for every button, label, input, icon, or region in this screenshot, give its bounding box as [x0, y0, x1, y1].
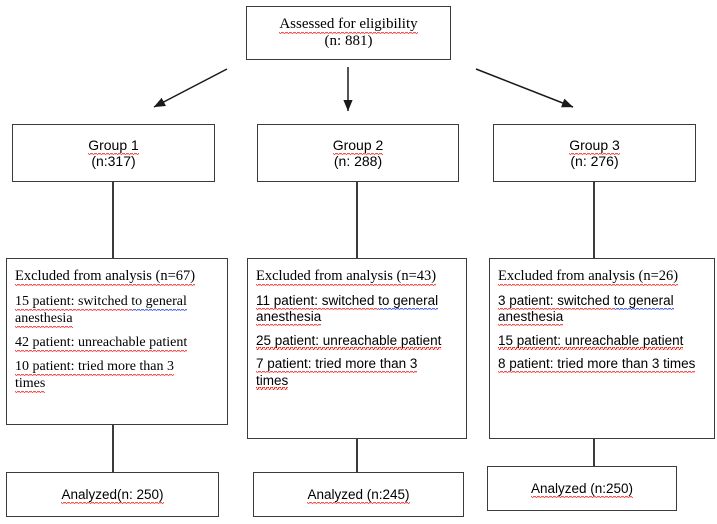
excluded-box-1: Excluded from analysis (n=67) 15 patient…	[6, 258, 228, 425]
excluded-2-item-2: 25 patient: unreachable patient	[256, 332, 442, 350]
arrow-to-group-3	[475, 68, 574, 108]
excluded-1-header: Excluded from analysis (n=67)	[15, 268, 196, 286]
excluded-2-header: Excluded from analysis (n=43)	[256, 268, 437, 286]
connector-excluded2-analyzed	[356, 439, 358, 472]
group-1-count: (n:317)	[91, 153, 136, 169]
connector-excluded1-analyzed	[112, 425, 114, 472]
group-3-name: Group 3	[569, 137, 620, 155]
excluded-3-header: Excluded from analysis (n=26)	[498, 268, 679, 286]
excluded-3-item-2: 15 patient: unreachable patient	[498, 332, 684, 350]
excluded-3-item-1: 3 patient: switched to general anesthesi…	[498, 293, 674, 327]
excluded-2-item-3: 7 patient: tried more than 3 times	[256, 356, 418, 390]
arrow-to-group-1	[153, 68, 228, 108]
assessed-for-eligibility-box: Assessed for eligibility (n: 881)	[246, 6, 451, 60]
assessed-count: (n: 881)	[324, 33, 373, 49]
group-2-count: (n: 288)	[333, 153, 383, 169]
group-2-name: Group 2	[332, 137, 384, 155]
analyzed-1-label: Analyzed(n: 250)	[61, 487, 164, 504]
group-3-count: (n: 276)	[570, 153, 619, 169]
excluded-1-item-1: 15 patient: switched to general anesthes…	[15, 294, 187, 329]
analyzed-box-3: Analyzed (n:250)	[487, 466, 677, 511]
analyzed-3-label: Analyzed (n:250)	[530, 481, 634, 498]
excluded-1-item-3: 10 patient: tried more than 3 times	[15, 359, 175, 394]
connector-excluded3-analyzed	[593, 439, 595, 466]
excluded-1-item-2: 42 patient: unreachable patient	[15, 335, 188, 353]
group-1-name: Group 1	[88, 137, 139, 155]
connector-group2-excluded	[356, 182, 358, 258]
analyzed-2-label: Analyzed (n:245)	[307, 487, 410, 504]
group-box-2: Group 2 (n: 288)	[257, 124, 459, 182]
excluded-2-item-1: 11 patient: switched to general anesthes…	[256, 293, 439, 327]
excluded-box-2: Excluded from analysis (n=43) 11 patient…	[247, 258, 467, 439]
group-box-1: Group 1 (n:317)	[12, 124, 215, 182]
group-box-3: Group 3 (n: 276)	[493, 124, 696, 182]
assessed-title: Assessed for eligibility	[279, 16, 418, 34]
excluded-box-3: Excluded from analysis (n=26) 3 patient:…	[489, 258, 715, 439]
excluded-3-item-3: 8 patient: tried more than 3 times	[498, 356, 696, 374]
connector-group3-excluded	[593, 182, 595, 258]
analyzed-box-1: Analyzed(n: 250)	[6, 472, 219, 517]
connector-group1-excluded	[112, 182, 114, 258]
analyzed-box-2: Analyzed (n:245)	[253, 472, 464, 517]
